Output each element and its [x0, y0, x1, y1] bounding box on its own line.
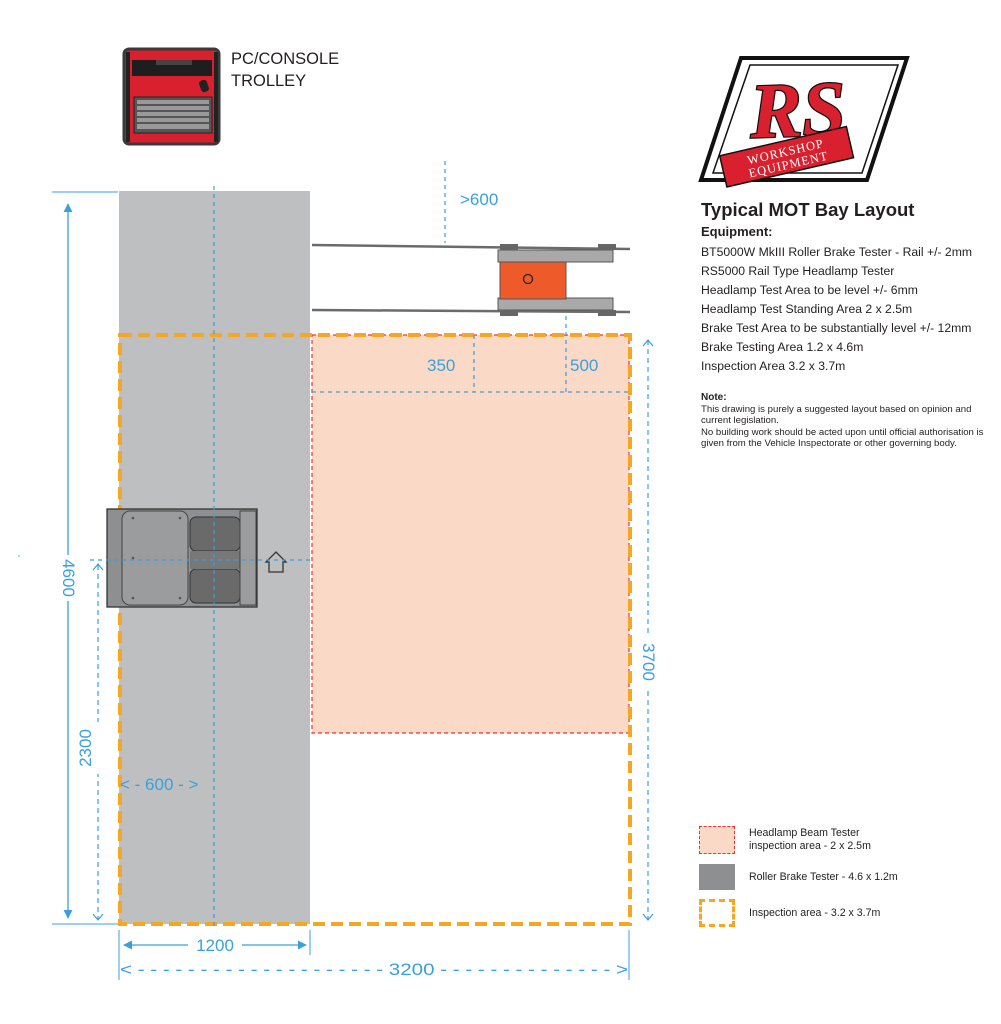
note-text: This drawing is purely a suggested layou…	[701, 403, 984, 450]
pc-console-trolley-icon	[122, 47, 221, 146]
dimension-3700: 3700	[639, 643, 658, 681]
equipment-item: BT5000W MkIII Roller Brake Tester - Rail…	[701, 245, 973, 259]
inspection-area-outline	[118, 333, 632, 926]
equipment-item: Headlamp Test Area to be level +/- 6mm	[701, 283, 918, 297]
equipment-item: Brake Testing Area 1.2 x 4.6m	[701, 340, 864, 354]
equipment-list: BT5000W MkIII Roller Brake Tester - Rail…	[701, 243, 991, 376]
dimension-1200: 1200	[196, 936, 234, 955]
trolley-label: PC/CONSOLE TROLLEY	[231, 50, 344, 90]
legend-item-headlamp: Headlamp Beam Tester inspection area - 2…	[699, 826, 871, 854]
legend-item-inspection: Inspection area - 3.2 x 3.7m	[699, 899, 880, 927]
note-block: Note: This drawing is purely a suggested…	[701, 392, 991, 450]
roller-brake-tester	[106, 508, 258, 608]
equipment-item: Headlamp Test Standing Area 2 x 2.5m	[701, 302, 913, 316]
equipment-heading: Equipment:	[701, 224, 773, 239]
dimension-500: 500	[570, 356, 598, 375]
page-title: Typical MOT Bay Layout	[701, 199, 915, 220]
headlamp-area-swatch	[699, 826, 735, 854]
dimension-600-clearance: >600	[460, 190, 498, 209]
dimension-600-inner: < - 600 - >	[120, 775, 199, 794]
legend-label: Roller Brake Tester - 4.6 x 1.2m	[749, 870, 898, 883]
headlamp-tester	[499, 261, 567, 300]
headlamp-inspection-area	[311, 334, 630, 734]
equipment-item: RS5000 Rail Type Headlamp Tester	[701, 264, 895, 278]
note-heading: Note:	[701, 392, 727, 403]
dimension-350: 350	[427, 356, 455, 375]
headlamp-tester-rails	[311, 243, 631, 316]
equipment-item: Inspection Area 3.2 x 3.7m	[701, 359, 846, 373]
brake-tester-swatch	[699, 864, 735, 890]
dimension-3200: < - - - - - - - - - - - - - - - - - - - …	[120, 960, 628, 979]
direction-arrow-icon	[264, 551, 288, 573]
legend-label: Headlamp Beam Tester inspection area - 2…	[749, 827, 871, 852]
inspection-area-swatch	[699, 899, 735, 927]
rs-logo: RS WORKSHOP EQUIPMENT	[698, 56, 910, 188]
dimension-2300: 2300	[76, 729, 95, 767]
dimension-4600: 4600	[59, 559, 78, 597]
legend-item-brake: Roller Brake Tester - 4.6 x 1.2m	[699, 864, 898, 890]
equipment-item: Brake Test Area to be substantially leve…	[701, 321, 972, 335]
info-panel: Typical MOT Bay Layout Equipment: BT5000…	[701, 198, 991, 376]
legend-label: Inspection area - 3.2 x 3.7m	[749, 906, 881, 919]
